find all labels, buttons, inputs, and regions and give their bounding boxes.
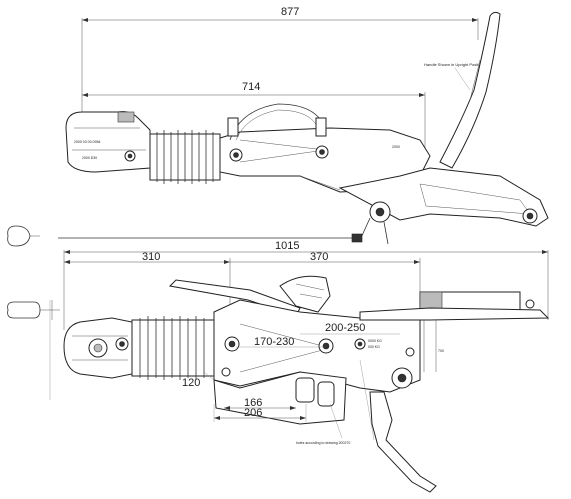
coupling-stamp-1: 2000 03 00-0954 xyxy=(74,140,101,144)
plan-view: 1015 310 370 xyxy=(7,240,550,493)
dimension-120: 120 xyxy=(182,371,215,389)
rod-tag: 700 xyxy=(438,349,444,353)
dimension-200-250: 200-250 xyxy=(300,322,400,335)
side-elevation-view: 877 714 Handle Shown in Upright Position… xyxy=(7,6,549,247)
plate-line-2: 000 KG xyxy=(368,345,380,349)
brake-mechanism-top xyxy=(338,167,549,245)
coupling-stamp-2: 2000 D30 xyxy=(82,156,97,160)
handle-note-text: Handle Shown in Upright Position xyxy=(424,62,484,67)
dimension-1015-label: 1015 xyxy=(275,240,299,252)
dimension-170-230: 170-230 xyxy=(236,336,324,348)
handle-plan xyxy=(168,275,331,317)
top-tag: 2000 xyxy=(392,145,400,149)
dimension-370: 370 xyxy=(230,251,421,300)
dimension-877: 877 xyxy=(81,6,479,135)
dimension-166-label: 166 xyxy=(244,397,262,409)
bellows-top xyxy=(149,130,221,184)
dimension-714: 714 xyxy=(82,81,426,150)
holes-note-text: holes according to drawing 200270 xyxy=(296,441,350,445)
dimension-206-label: 206 xyxy=(244,407,262,419)
drawbar-body-plan: 0000 KG 000 KG xyxy=(213,299,421,393)
plate-line-1: 0000 KG xyxy=(368,339,382,343)
handbrake-lever-upright xyxy=(439,11,501,169)
dimension-200-250-label: 200-250 xyxy=(325,322,365,334)
breakaway-cable-top xyxy=(7,225,363,247)
breakaway-cable-bottom xyxy=(7,300,60,320)
dimension-1015: 1015 xyxy=(63,240,549,330)
bellows-plan xyxy=(131,316,215,380)
dimension-310-label: 310 xyxy=(142,251,160,263)
dimension-877-label: 877 xyxy=(281,6,299,18)
drawbar-body-top: 2000 xyxy=(219,103,431,193)
coupling-head-plan xyxy=(63,317,133,379)
coupling-head: 2000 03 00-0954 2000 D30 xyxy=(65,111,151,173)
handle-note: Handle Shown in Upright Position xyxy=(424,62,484,91)
handbrake-lever-folded xyxy=(369,391,437,493)
dimension-206: 206 xyxy=(213,404,307,422)
damper-cylinder: 700 xyxy=(359,291,550,372)
dimension-166: 166 xyxy=(224,397,296,410)
dimension-370-label: 370 xyxy=(310,251,328,263)
dimension-120-label: 120 xyxy=(182,377,200,389)
dimension-170-230-label: 170-230 xyxy=(254,336,294,348)
holes-note: holes according to drawing 200270 xyxy=(296,359,375,445)
mount-bracket xyxy=(213,367,347,425)
dimension-714-label: 714 xyxy=(242,81,260,93)
